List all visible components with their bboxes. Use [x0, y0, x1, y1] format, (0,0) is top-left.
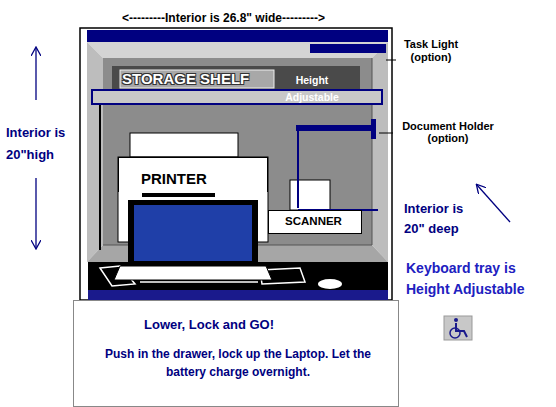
printer-label: PRINTER: [141, 170, 207, 187]
drawer-note: Push in the drawer, lock up the Laptop. …: [102, 345, 374, 381]
scanner-label: SCANNER: [269, 215, 358, 227]
drawer-slogan: Lower, Lock and GO!: [144, 317, 274, 332]
drawer-panel: Lower, Lock and GO! Push in the drawer, l…: [73, 300, 399, 407]
depth-dimension: Interior is 20" deep: [404, 199, 486, 239]
shelf-note: Height Adjustable: [273, 72, 351, 106]
width-dimension: <---------Interior is 26.8" wide--------…: [122, 11, 325, 25]
tray-note: Keyboard tray is Height Adjustable: [406, 258, 548, 300]
scanner-box: SCANNER: [268, 210, 362, 234]
height-dimension: Interior is 20"high: [6, 122, 80, 166]
printer-box: PRINTER: [118, 157, 268, 192]
callout-label: Document Holder (option): [396, 120, 500, 144]
shelf-name: STORAGE SHELF: [122, 70, 249, 87]
callout-label: Task Light (option): [398, 38, 464, 64]
storage-shelf: STORAGE SHELF Height Adjustable: [95, 66, 379, 109]
